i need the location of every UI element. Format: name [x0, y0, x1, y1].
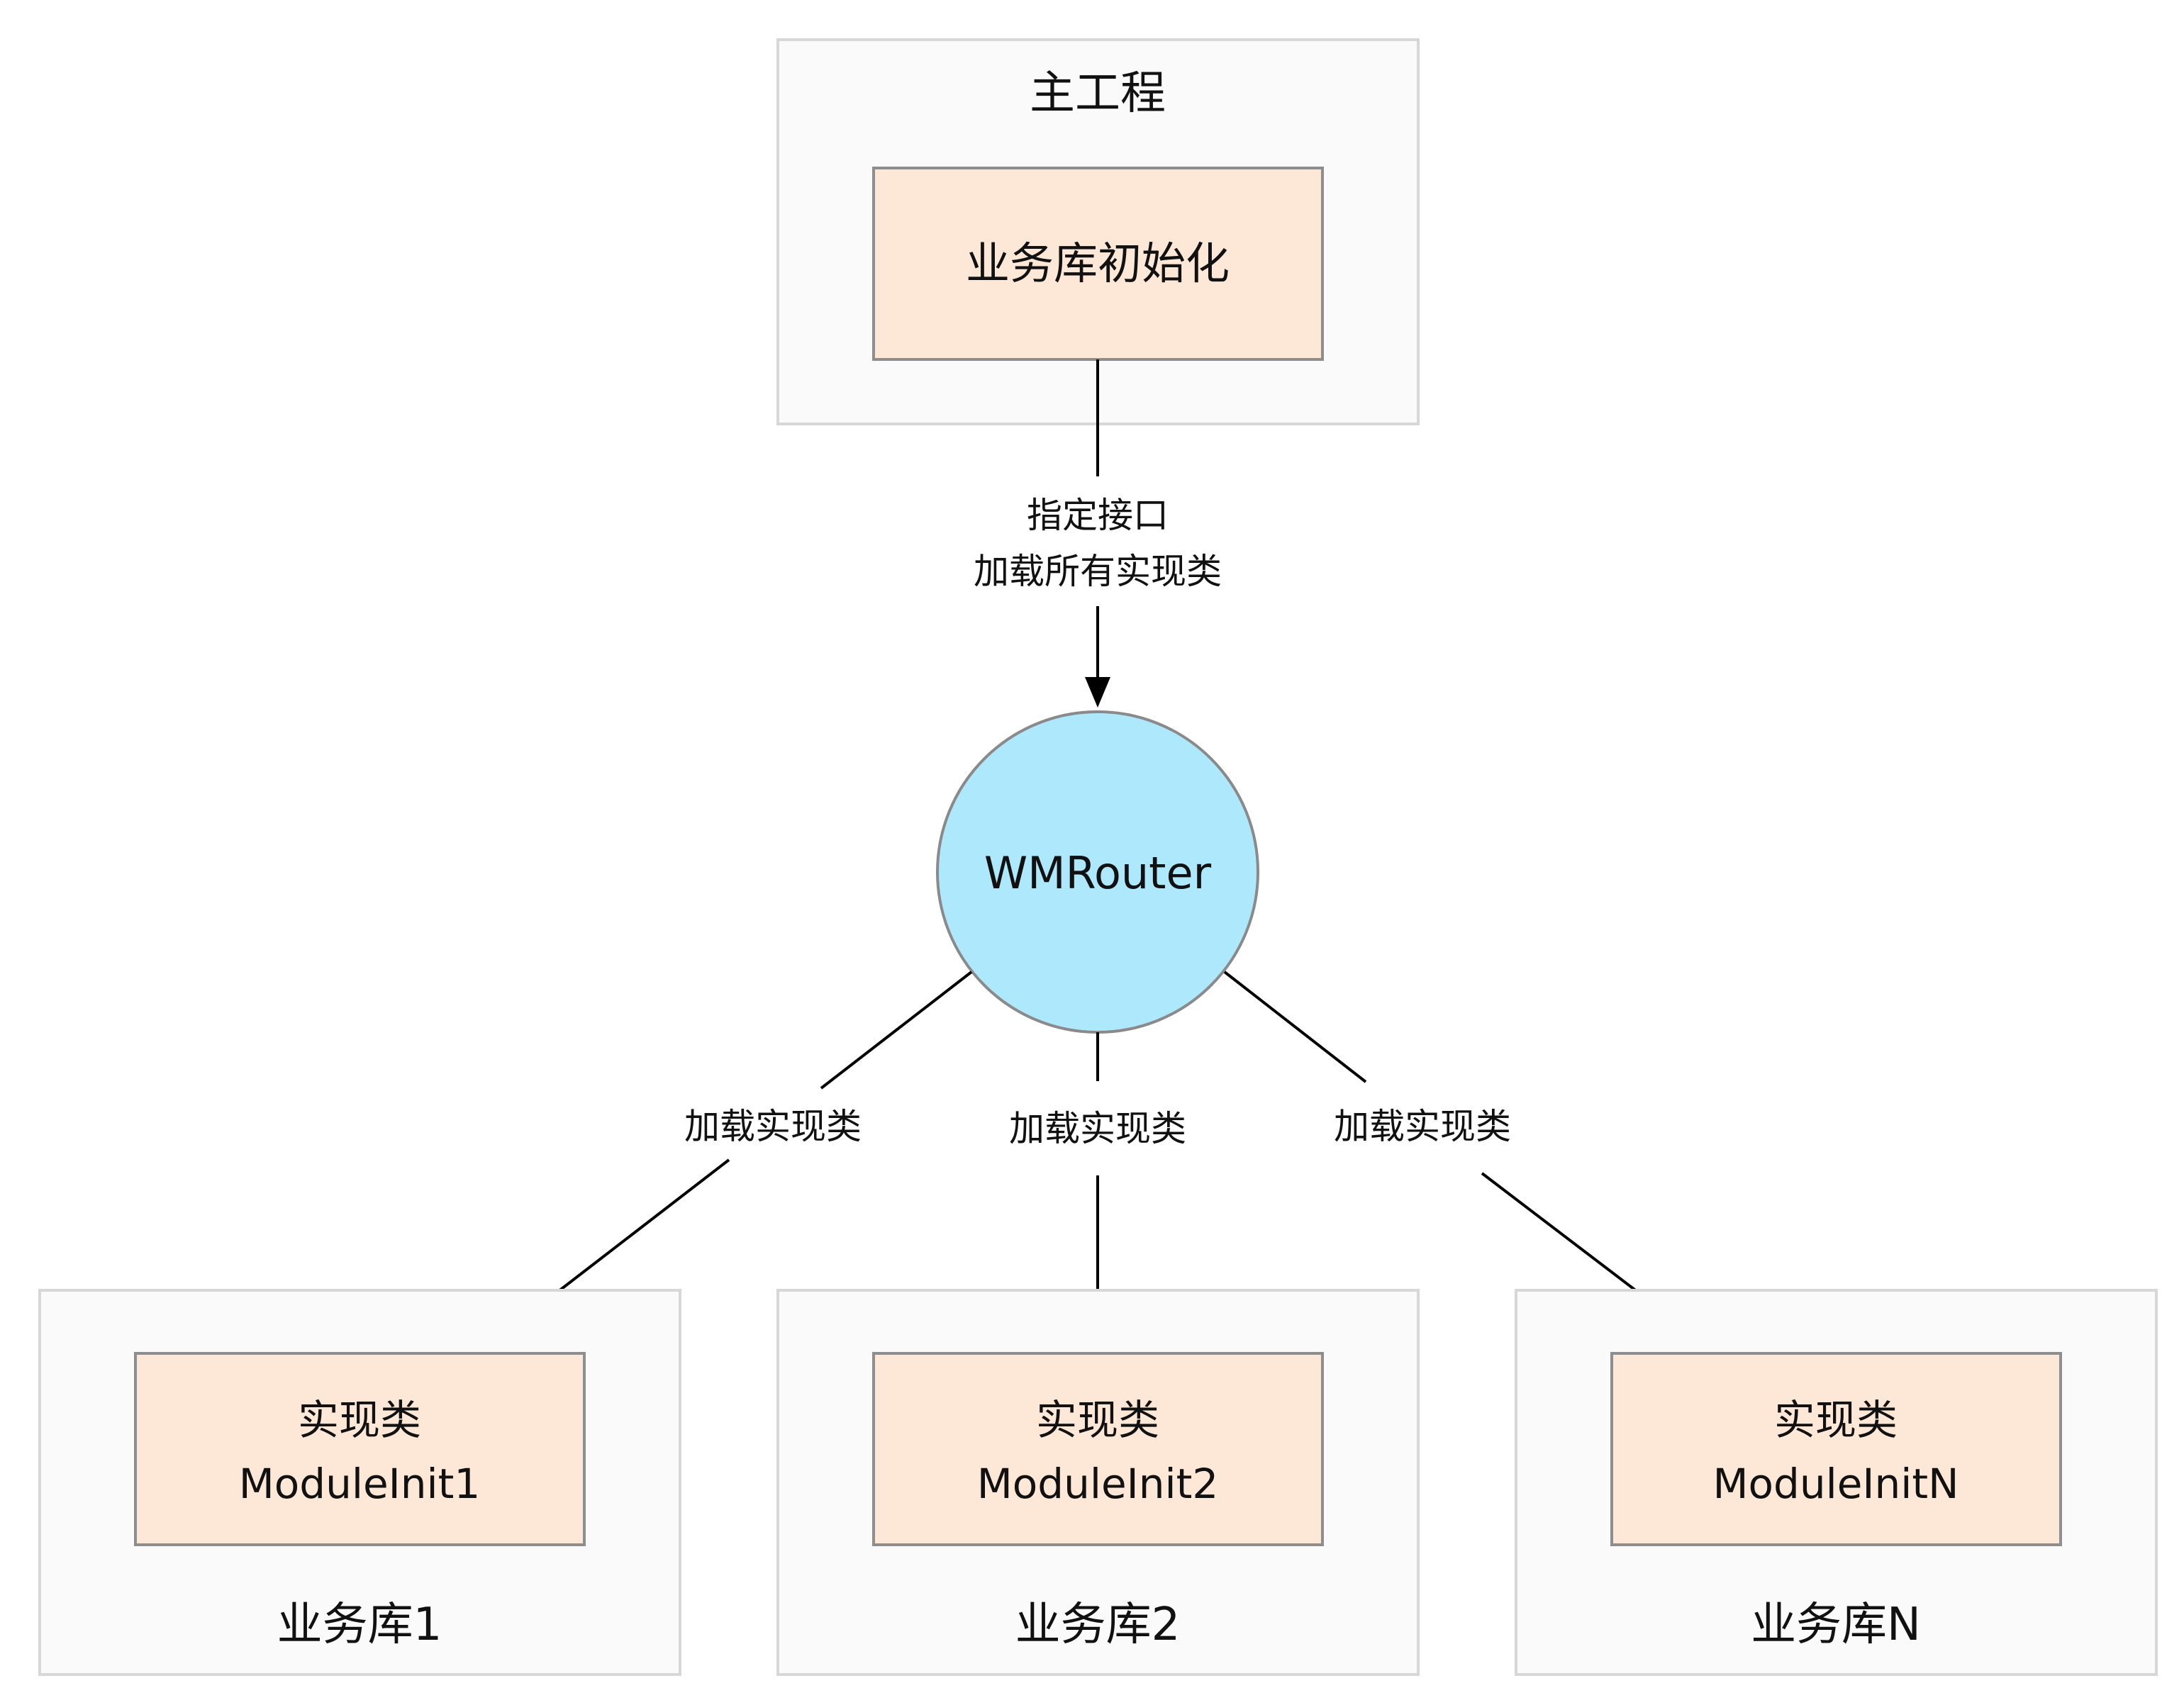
impl-box-1-line2: ModuleInit1 [239, 1460, 481, 1508]
impl-box-n-line2: ModuleInitN [1712, 1460, 1959, 1508]
edge-2-label: 加载实现类 [1009, 1108, 1186, 1149]
business-lib-2: 实现类 ModuleInit2 业务库2 [776, 1289, 1420, 1676]
top-edge-label-line2: 加载所有实现类 [974, 551, 1222, 592]
main-project-title: 主工程 [1030, 67, 1166, 120]
edge-to-lib-n: 加载实现类 [1223, 971, 1712, 1351]
edge-1-label: 加载实现类 [684, 1106, 862, 1147]
impl-box-n [1610, 1352, 2062, 1546]
business-lib-2-title: 业务库2 [1015, 1599, 1181, 1651]
router-node: WMRouter [936, 710, 1259, 1034]
business-lib-1: 实现类 ModuleInit1 业务库1 [38, 1289, 681, 1676]
edge-1-upper [820, 971, 973, 1090]
business-lib-n-title: 业务库N [1751, 1599, 1921, 1651]
edge-n-upper [1223, 971, 1367, 1083]
impl-box-2-line2: ModuleInit2 [977, 1460, 1219, 1508]
main-project-container: 主工程 业务库初始化 [776, 38, 1420, 425]
top-edge: 指定接口 加载所有实现类 [974, 359, 1222, 708]
impl-box-2 [872, 1352, 1324, 1546]
business-lib-n: 实现类 ModuleInitN 业务库N [1515, 1289, 2158, 1676]
impl-box-1 [134, 1352, 586, 1546]
business-lib-1-title: 业务库1 [277, 1599, 442, 1651]
router-label: WMRouter [984, 847, 1212, 899]
top-edge-arrowhead [1085, 677, 1110, 708]
edge-n-label: 加载实现类 [1334, 1106, 1511, 1147]
impl-box-n-line1: 实现类 [1774, 1396, 1898, 1444]
impl-box-2-line1: 实现类 [1036, 1396, 1159, 1444]
impl-box-1-line1: 实现类 [298, 1396, 421, 1444]
top-edge-label-line1: 指定接口 [1027, 495, 1169, 536]
init-box-label: 业务库初始化 [966, 237, 1230, 289]
init-box [872, 167, 1324, 361]
